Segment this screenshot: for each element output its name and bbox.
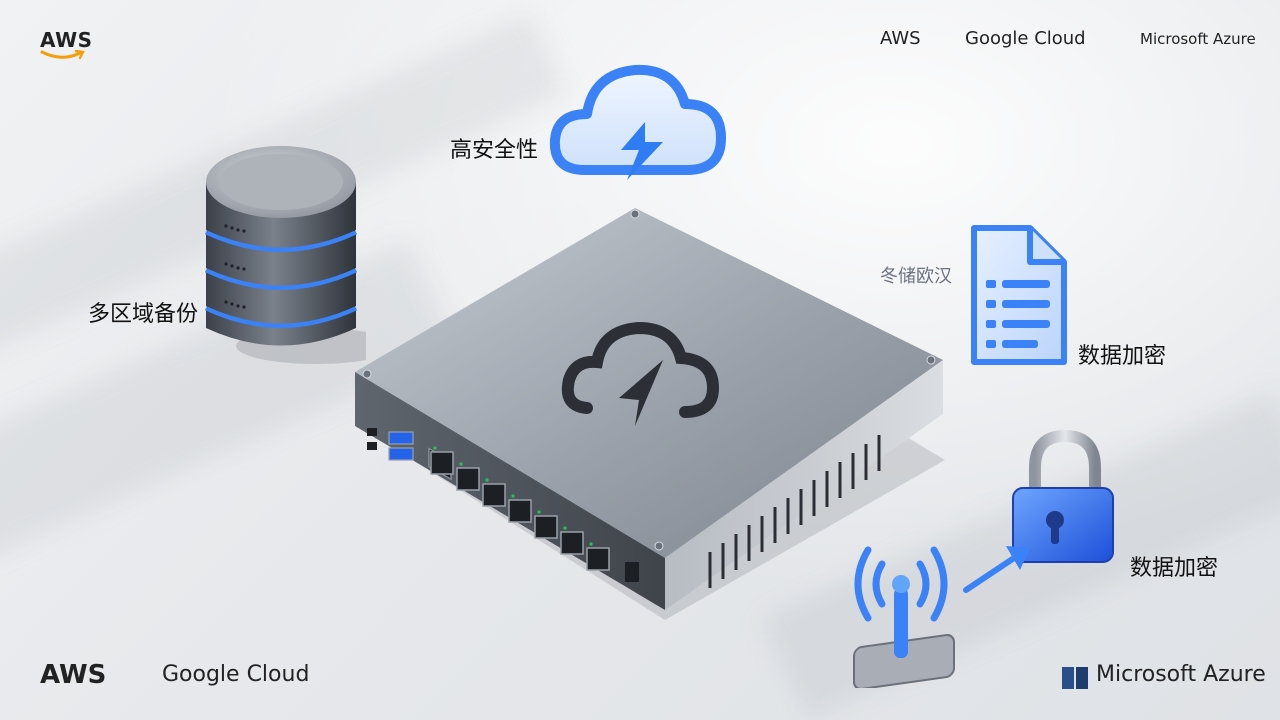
- microsoft-azure-mark-icon: [1062, 667, 1088, 689]
- garbled-label: 冬储欧汉: [880, 266, 952, 287]
- aws-logo-bottom: AWS: [40, 660, 107, 690]
- aws-logo-top-left: AWS: [40, 28, 93, 52]
- multi-region-backup-label: 多区域备份: [88, 302, 199, 327]
- high-security-label: 高安全性: [450, 138, 539, 163]
- aws-smile-icon: [40, 50, 85, 60]
- data-encryption-lock-label: 数据加密: [1130, 556, 1219, 581]
- network-appliance: [355, 208, 945, 620]
- document-icon: [971, 225, 1067, 365]
- data-encryption-doc-label: 数据加密: [1078, 344, 1167, 369]
- google-cloud-logo-bottom: Google Cloud: [162, 662, 310, 687]
- arrow-icon: [963, 546, 1030, 593]
- google-cloud-logo-top: Google Cloud: [965, 28, 1086, 49]
- aws-logo-top: AWS: [880, 28, 921, 49]
- padlock-icon: [1012, 429, 1114, 563]
- cloud-lightning-icon: [549, 64, 726, 180]
- storage-stack-icon: [204, 146, 366, 364]
- microsoft-azure-logo-top: Microsoft Azure: [1140, 30, 1256, 48]
- wifi-antenna-icon: [853, 546, 955, 688]
- microsoft-azure-logo-bottom: Microsoft Azure: [1096, 662, 1266, 687]
